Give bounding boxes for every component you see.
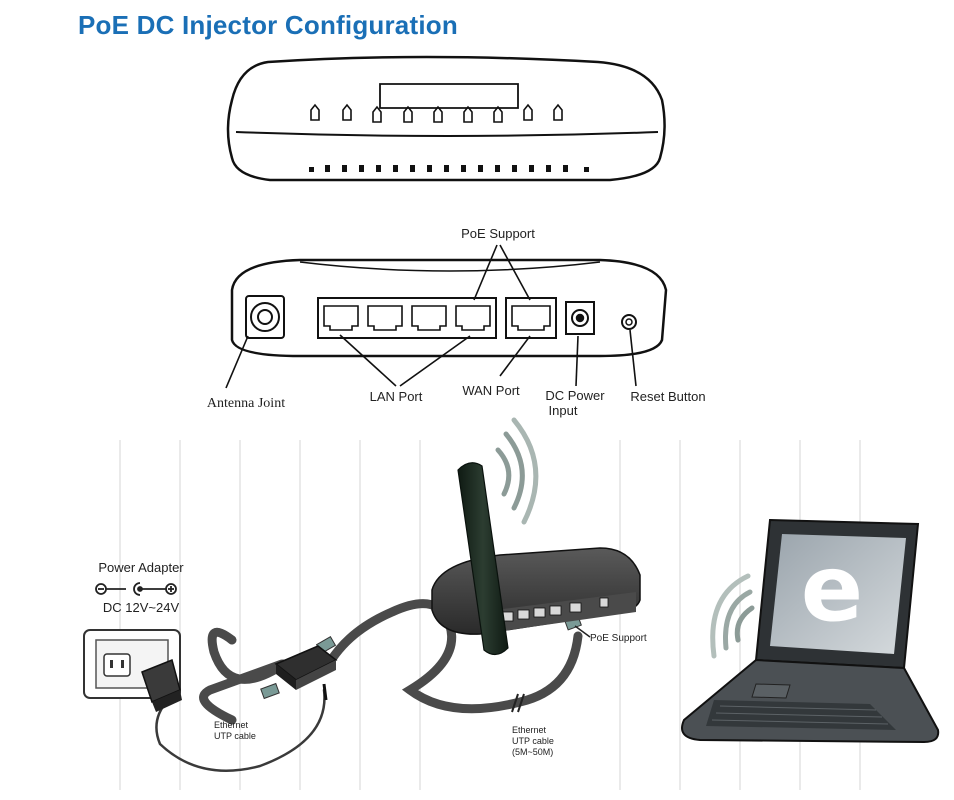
label-poe-support-bottom: PoE Support — [590, 633, 647, 644]
label-cable-length: (5M~50M) — [512, 747, 553, 757]
label-wan-port: WAN Port — [462, 383, 520, 398]
label-ethernet-1: Ethernet — [214, 720, 249, 730]
wall-outlet-icon — [83, 629, 181, 699]
router-front-icon — [226, 55, 666, 182]
cable-break-mark — [511, 693, 525, 713]
poe-injector-icon — [274, 645, 338, 701]
label-reset-button: Reset Button — [630, 389, 705, 404]
screen-logo-letter: e — [801, 535, 863, 642]
page-title: PoE DC Injector Configuration — [78, 10, 458, 40]
label-dc-power: DC Power — [545, 388, 605, 403]
label-utp-cable-1: UTP cable — [214, 731, 256, 741]
router-3d-icon — [431, 547, 641, 635]
polarity-symbol-icon — [95, 582, 177, 596]
router-back-icon — [230, 258, 668, 358]
label-ethernet-2: Ethernet — [512, 725, 547, 735]
label-dc-power-input: Input — [549, 403, 578, 418]
label-power-adapter: Power Adapter — [98, 560, 184, 575]
callout-lines — [225, 244, 637, 389]
wifi-signal-icon — [495, 417, 539, 525]
wifi-signal-icon-laptop — [710, 573, 755, 659]
ethernet-cables — [155, 599, 583, 772]
laptop-icon — [681, 518, 940, 744]
power-adapter-icon — [141, 658, 182, 712]
label-lan-port: LAN Port — [370, 389, 423, 404]
label-antenna-joint: Antenna Joint — [207, 396, 285, 411]
label-voltage: DC 12V~24V — [103, 600, 180, 615]
antenna-icon — [457, 462, 509, 656]
label-poe-support-top: PoE Support — [461, 226, 535, 241]
label-utp-cable-2: UTP cable — [512, 736, 554, 746]
